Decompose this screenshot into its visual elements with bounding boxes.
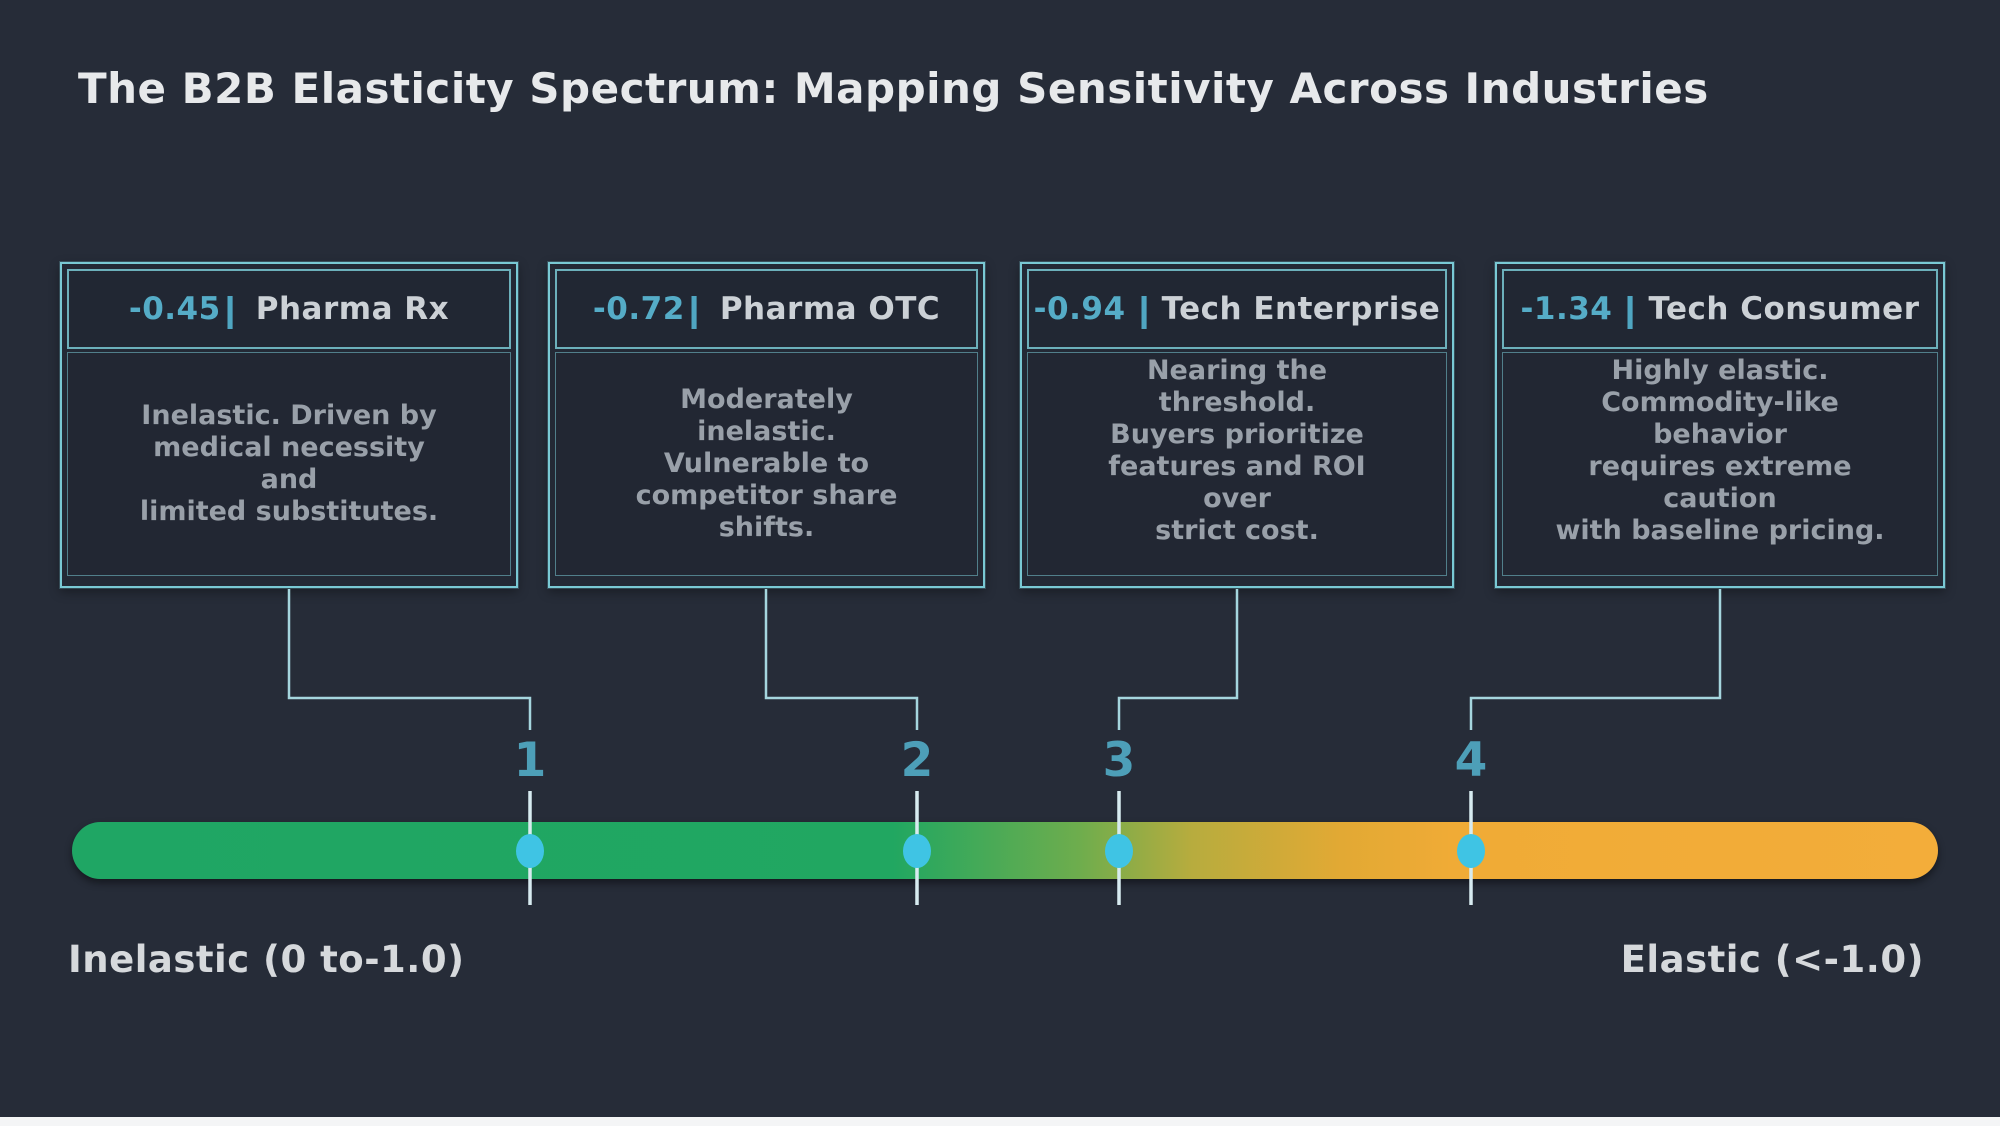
bottom-edge-strip — [0, 1117, 2000, 1126]
card-tech-enterprise: -0.94 | Tech Enterprise Nearing the thre… — [1020, 262, 1454, 588]
card-header: -0.94 | Tech Enterprise — [1027, 269, 1447, 349]
spectrum-gradient-bar — [72, 822, 1938, 879]
card-pharma-rx: -0.45 | Pharma Rx Inelastic. Driven by m… — [60, 262, 518, 588]
pipe-divider: | — [221, 289, 239, 329]
axis-label-inelastic: Inelastic (0 to-1.0) — [68, 938, 465, 981]
marker-number-3: 3 — [1102, 733, 1136, 788]
elasticity-value: -1.34 — [1520, 291, 1613, 327]
industry-name: Tech Consumer — [1648, 291, 1920, 327]
card-body: Nearing the threshold. Buyers prioritize… — [1027, 352, 1447, 576]
card-pharma-otc: -0.72 | Pharma OTC Moderately inelastic.… — [548, 262, 985, 588]
industry-name: Pharma OTC — [719, 291, 941, 327]
elasticity-value: -0.72 — [592, 291, 685, 327]
industry-name: Tech Enterprise — [1161, 291, 1441, 327]
pipe-divider: | — [685, 289, 703, 329]
connector-line-4 — [1469, 589, 1722, 730]
page-title: The B2B Elasticity Spectrum: Mapping Sen… — [78, 64, 1709, 113]
elasticity-value: -0.94 — [1033, 291, 1126, 327]
marker-number-2: 2 — [900, 733, 934, 788]
connector-line-3 — [1117, 589, 1239, 730]
card-body: Highly elastic. Commodity-like behavior … — [1502, 352, 1938, 576]
connector-line-1 — [287, 589, 532, 730]
card-header: -1.34 | Tech Consumer — [1502, 269, 1938, 349]
pipe-divider: | — [1621, 289, 1639, 329]
card-description: Moderately inelastic. Vulnerable to comp… — [635, 384, 898, 543]
pipe-divider: | — [1135, 289, 1152, 329]
card-description: Inelastic. Driven by medical necessity a… — [139, 400, 439, 527]
marker-number-4: 4 — [1454, 733, 1488, 788]
axis-label-elastic: Elastic (<-1.0) — [1620, 938, 1924, 981]
connector-line-2 — [764, 589, 919, 730]
card-header: -0.45 | Pharma Rx — [67, 269, 511, 349]
card-body: Moderately inelastic. Vulnerable to comp… — [555, 352, 978, 576]
card-header: -0.72 | Pharma OTC — [555, 269, 978, 349]
card-tech-consumer: -1.34 | Tech Consumer Highly elastic. Co… — [1495, 262, 1945, 588]
industry-name: Pharma Rx — [255, 291, 450, 327]
card-body: Inelastic. Driven by medical necessity a… — [67, 352, 511, 576]
card-description: Highly elastic. Commodity-like behavior … — [1555, 355, 1885, 546]
card-description: Nearing the threshold. Buyers prioritize… — [1108, 355, 1366, 546]
marker-number-1: 1 — [513, 733, 547, 788]
elasticity-value: -0.45 — [128, 291, 221, 327]
